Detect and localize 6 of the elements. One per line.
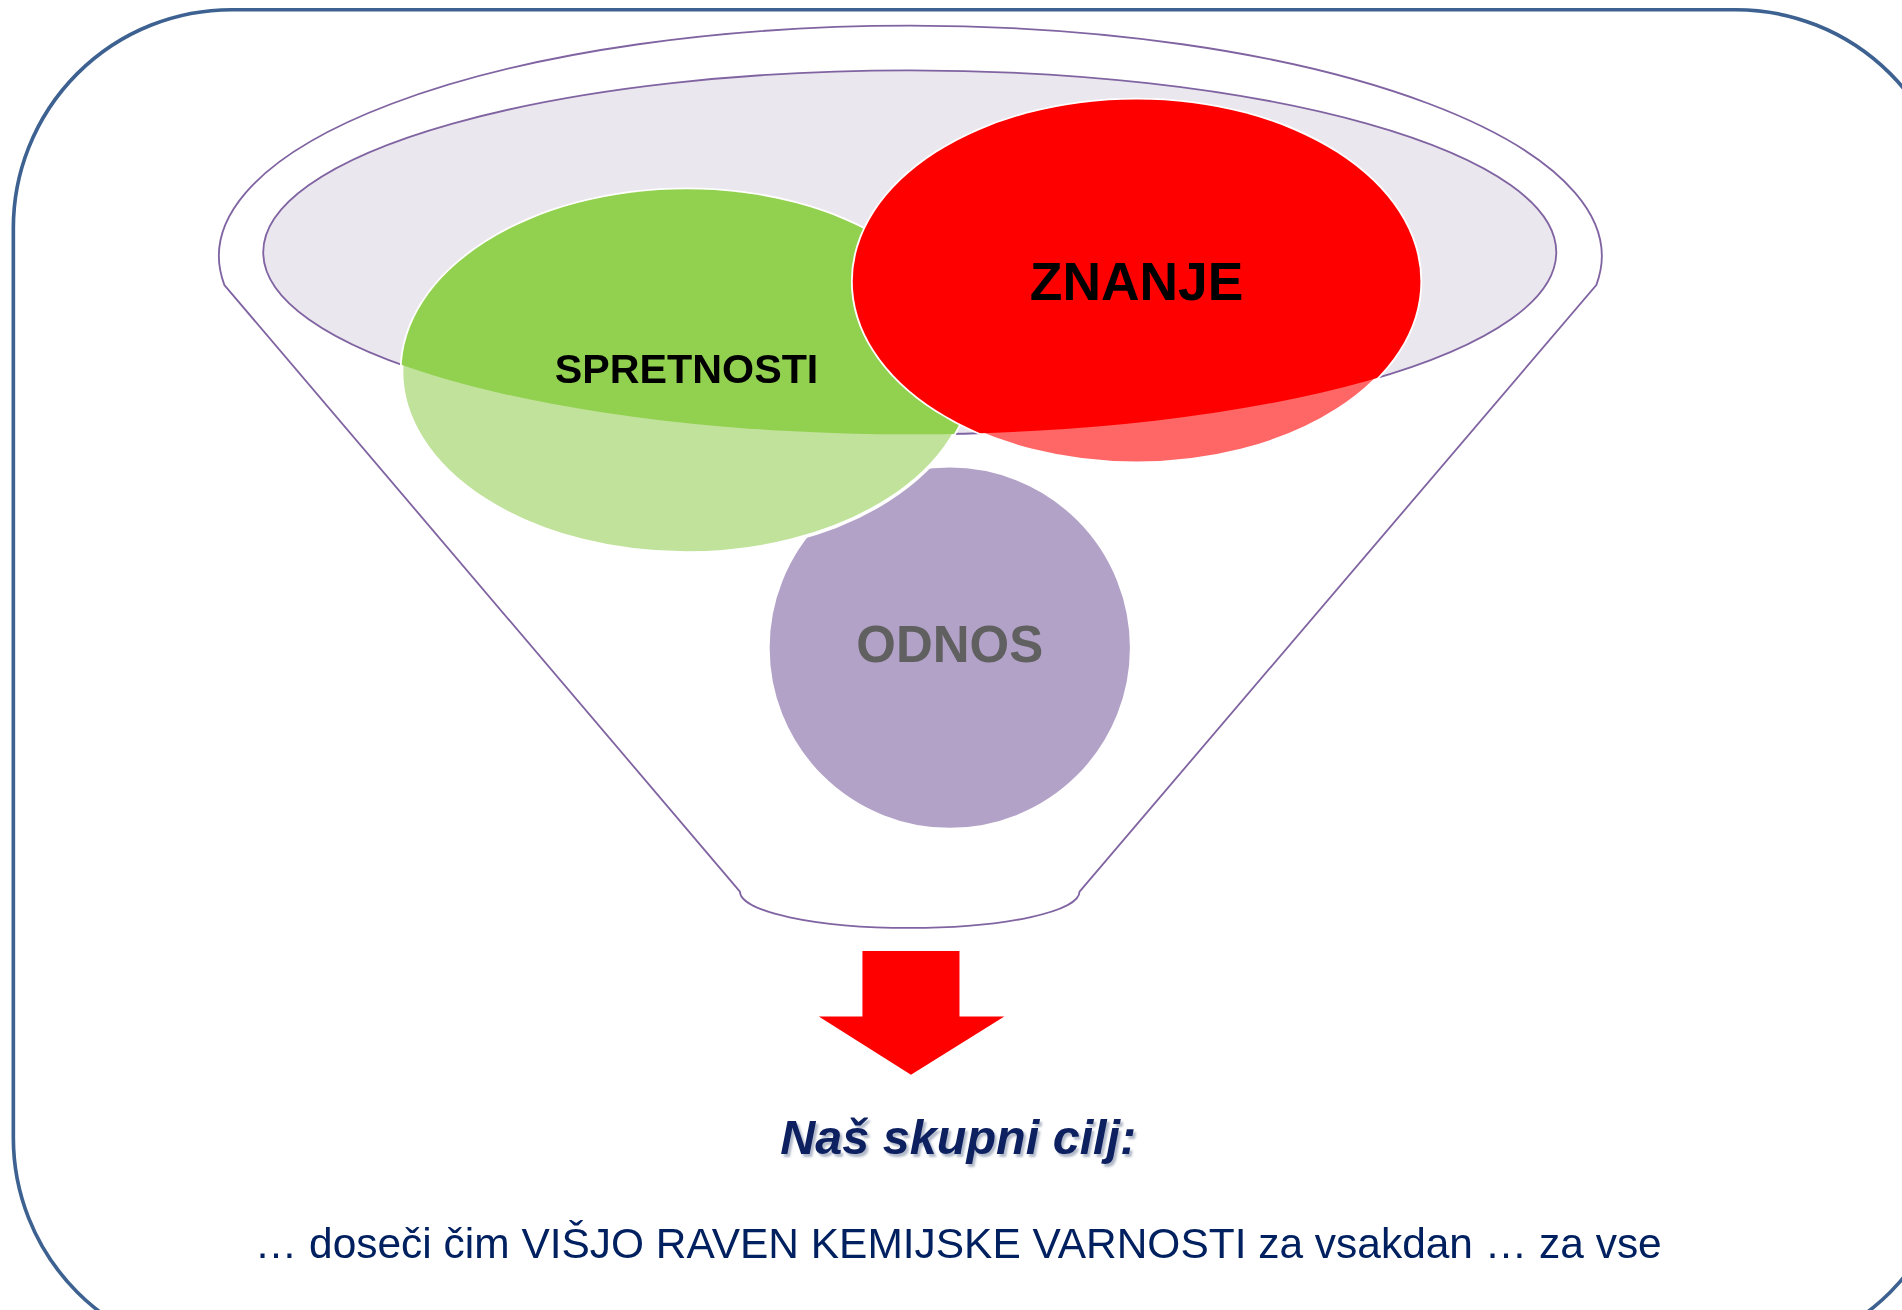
goal-heading: Naš skupni cilj:: [780, 1110, 1137, 1166]
circle-label: SPRETNOSTI: [554, 345, 819, 393]
arrow: [818, 951, 1005, 1075]
circle-label: ODNOS: [856, 616, 1044, 675]
circle-label: ZNANJE: [1029, 251, 1244, 312]
goal-text: … doseči čim VIŠJO RAVEN KEMIJSKE VARNOSTI za vsakdan … za vse: [254, 1219, 1662, 1268]
